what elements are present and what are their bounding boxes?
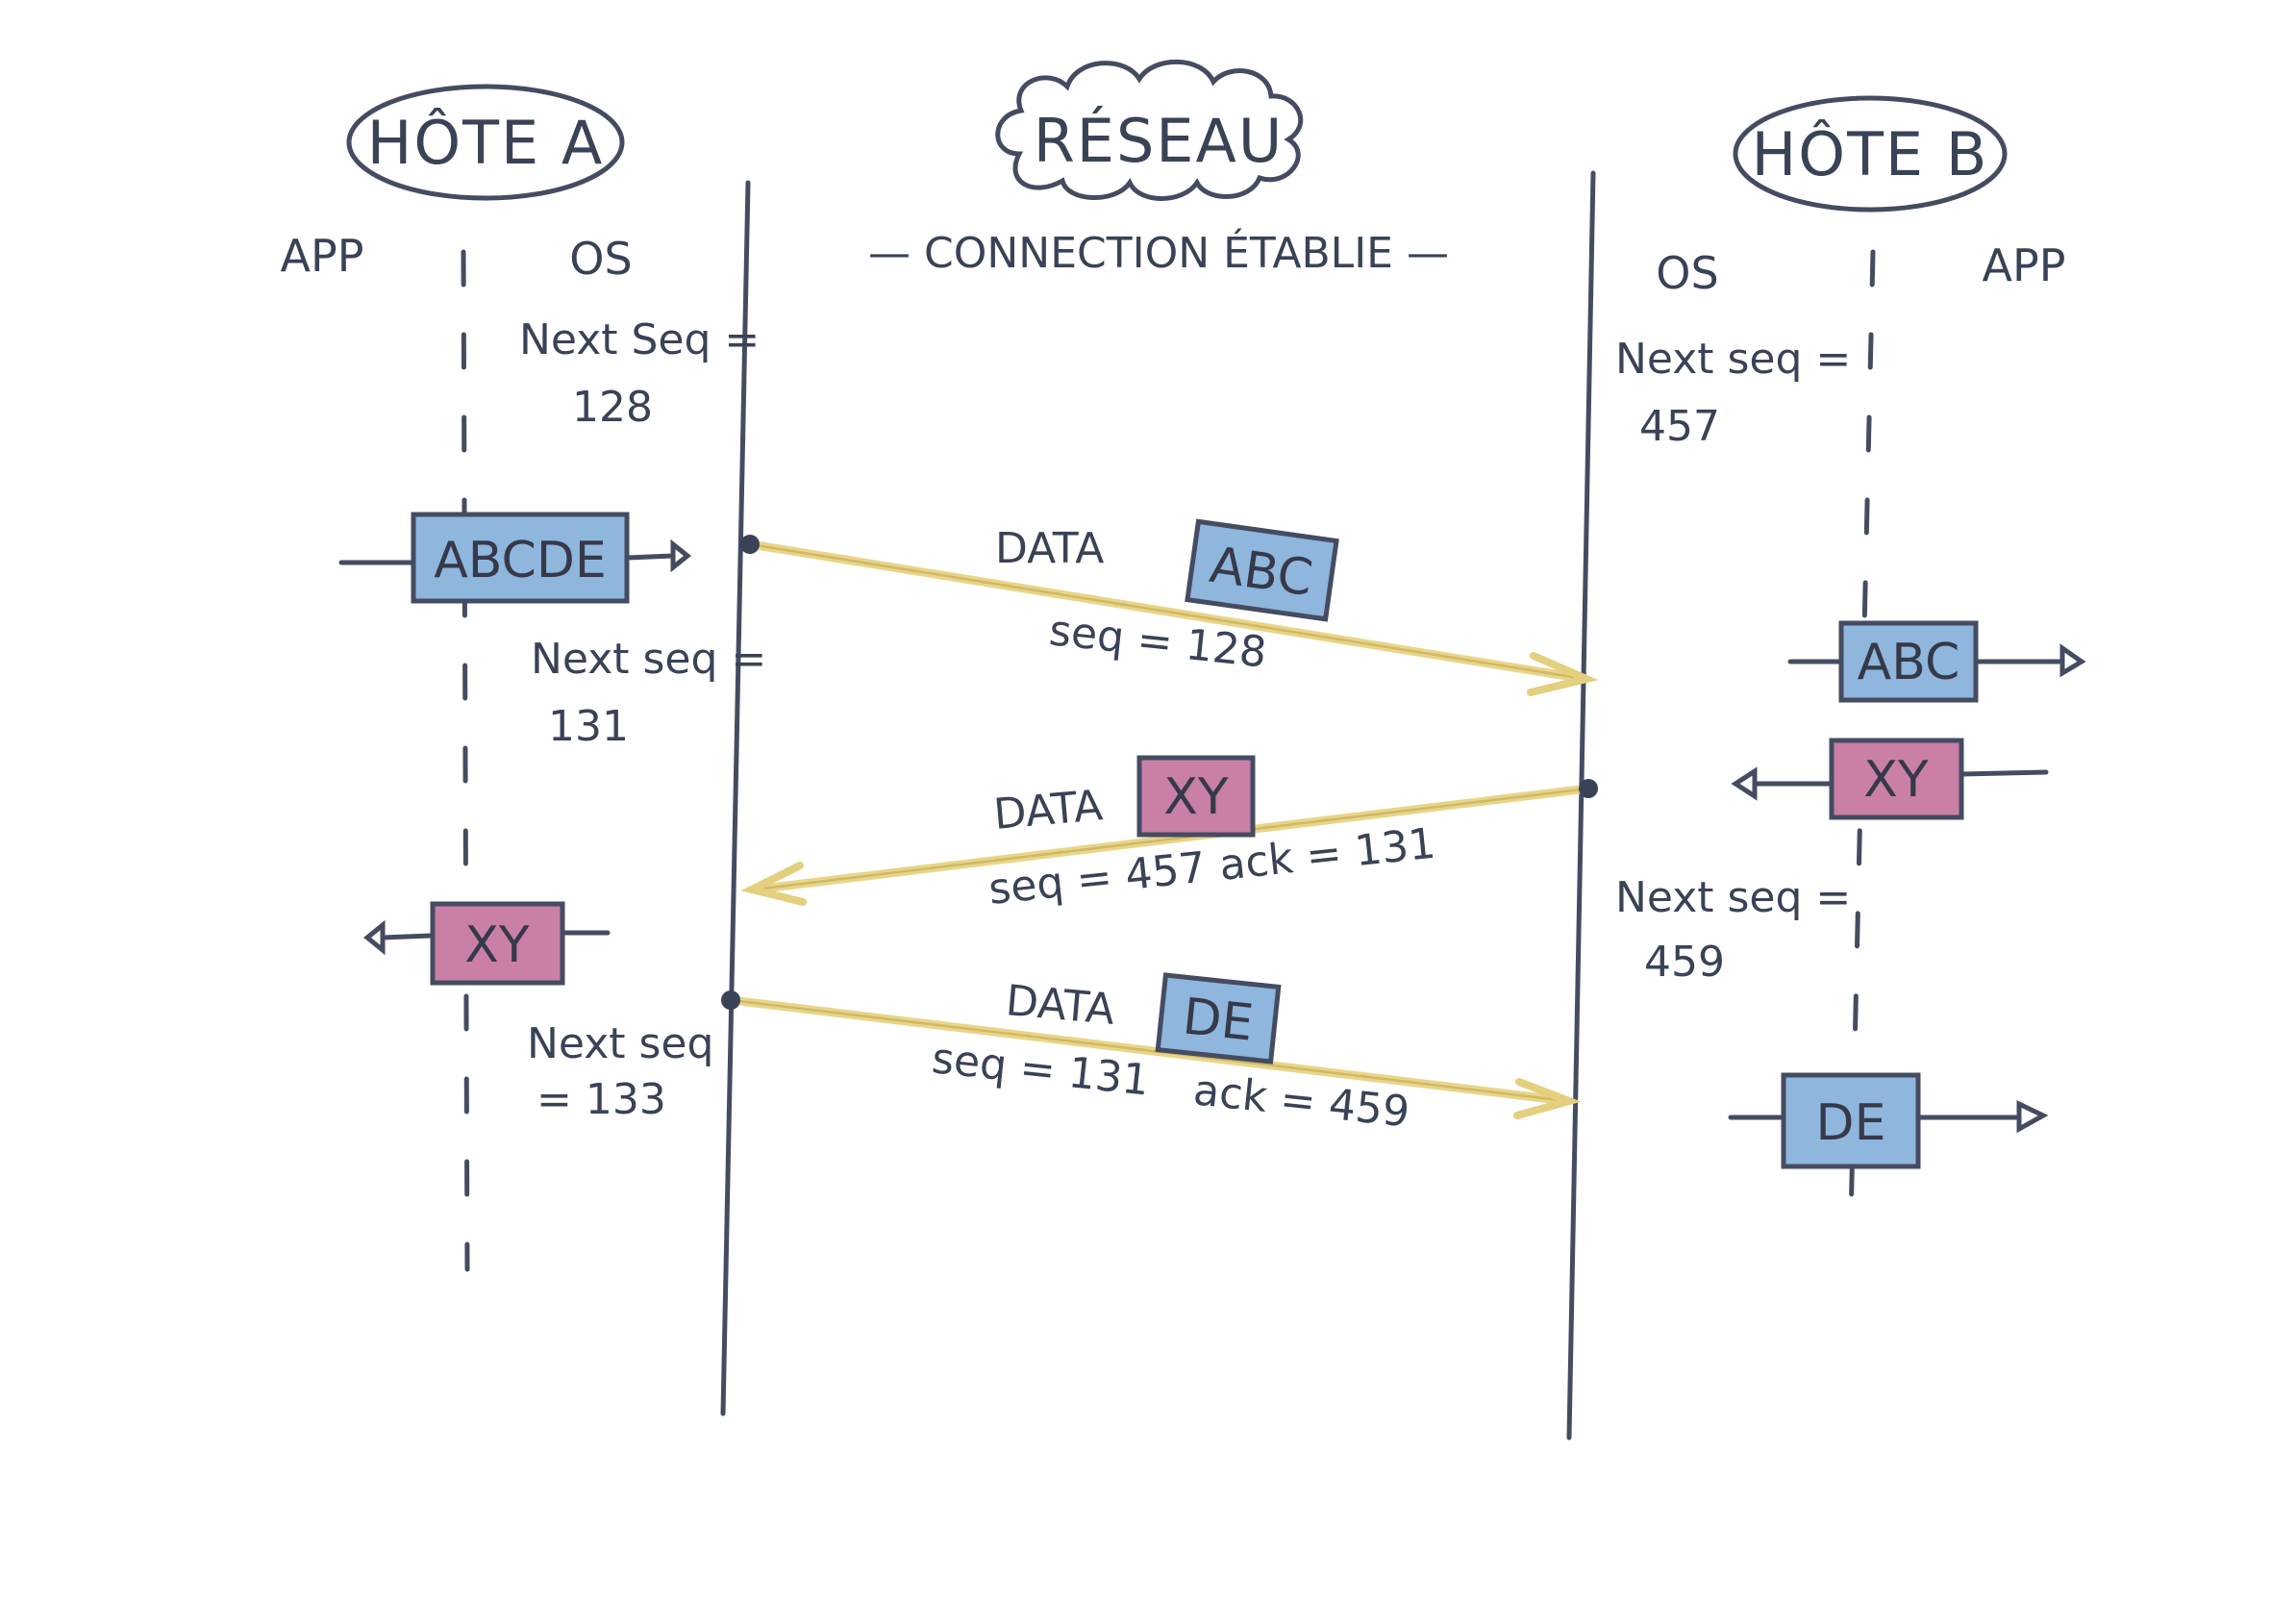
message-2-arrow-core — [753, 787, 1590, 891]
host-b-recv1-box: ABC — [1787, 620, 2086, 703]
host-a-state-2: Next seq = 131 — [531, 635, 766, 751]
host-b-ellipse — [1733, 95, 2008, 213]
network-cloud — [995, 59, 1304, 201]
message-3-payload: DE — [1180, 988, 1256, 1052]
message-1-arrowhead-icon — [1527, 652, 1599, 696]
message-1-detail: seq = 128 — [1047, 606, 1269, 677]
host-a-state-3-line2: = 133 — [537, 1075, 666, 1124]
host-a-send-box: ABCDE — [338, 512, 692, 604]
host-b-recv1-label: ABC — [1858, 634, 1960, 691]
message-3-arrowhead-icon — [1513, 1078, 1582, 1119]
host-a-state-2-line1: Next seq = — [531, 635, 766, 684]
host-b-state-1-line2: 457 — [1639, 402, 1720, 451]
message-2-arrowhead-icon — [740, 862, 807, 906]
host-a-send-rect — [411, 512, 630, 604]
host-a-app-os-divider — [461, 249, 470, 1272]
host-a-state-1-line1: Next Seq = — [519, 315, 760, 364]
host-a-recv-rect — [430, 901, 565, 986]
message-3-arrow-core — [729, 998, 1569, 1103]
host-a-app-label: APP — [281, 230, 364, 282]
network-title: RÉSEAU — [1034, 106, 1285, 176]
host-a-state-2-line2: 131 — [548, 702, 629, 751]
message-2-payload-rect — [1136, 755, 1256, 838]
host-b-send-box: XY — [1731, 738, 2049, 820]
host-b-recv1-arrowhead-icon — [2059, 643, 2086, 678]
connection-status: — CONNECTION ÉTABLIE — — [868, 227, 1449, 278]
message-1-arrow-core — [748, 542, 1586, 681]
message-3-send-dot — [721, 990, 740, 1010]
host-a-ellipse — [346, 84, 625, 201]
host-b-app-label: APP — [1983, 239, 2066, 291]
host-a-recv-box: XY — [363, 901, 611, 986]
host-b-send-rect — [1829, 738, 1964, 820]
host-a-title: HÔTE A — [367, 108, 605, 178]
message-1: DATA ABC seq = 128 — [740, 518, 1599, 696]
host-a-state-3-line1: Next seq — [527, 1019, 713, 1068]
message-3-type: DATA — [1004, 976, 1116, 1035]
host-b-recv2-label: DE — [1816, 1094, 1886, 1152]
host-a-recv-label: XY — [464, 916, 530, 974]
host-a-state-1-line2: 128 — [572, 383, 653, 432]
message-2: DATA XY seq = 457 ack = 131 — [740, 755, 1598, 915]
message-1-type: DATA — [995, 524, 1104, 573]
host-a-send-label: ABCDE — [434, 532, 607, 589]
host-b-send-arrowhead-icon — [1731, 766, 1758, 801]
host-b-state-2-line1: Next seq = — [1615, 873, 1851, 922]
host-a-os-label: OS — [569, 233, 632, 285]
host-a-send-arrowhead-icon — [670, 539, 692, 573]
host-b-header: HÔTE B — [1733, 95, 2008, 213]
host-b-network-boundary — [1566, 170, 1596, 1441]
message-3-payload-rect — [1155, 972, 1282, 1065]
message-2-send-dot — [1579, 779, 1598, 798]
message-3: DATA DE seq = 131 ack = 459 — [721, 972, 1582, 1138]
host-a-network-boundary — [720, 180, 751, 1416]
message-1-payload-rect — [1185, 518, 1339, 622]
host-b-state-2: Next seq = 459 — [1615, 873, 1851, 987]
host-b-state-1-line1: Next seq = — [1615, 335, 1851, 384]
message-1-send-dot — [740, 535, 760, 554]
host-b-send-label: XY — [1863, 751, 1929, 809]
message-2-payload: XY — [1163, 768, 1229, 826]
host-b-recv2-box: DE — [1728, 1072, 2049, 1169]
host-a-state-1: Next Seq = 128 — [519, 315, 760, 432]
message-1-payload: ABC — [1207, 537, 1316, 608]
host-b-recv2-arrowhead-icon — [2016, 1100, 2049, 1134]
host-a-state-3: Next seq = 133 — [527, 1019, 713, 1124]
host-b-state-1: Next seq = 457 — [1615, 335, 1851, 451]
message-2-type: DATA — [992, 781, 1105, 840]
host-b-recv1-rect — [1838, 620, 1979, 703]
host-b-recv2-rect — [1781, 1072, 1921, 1169]
host-a-recv-out-line — [380, 933, 434, 940]
host-a-recv-arrowhead-icon — [363, 919, 386, 956]
host-a-send-out-line — [624, 553, 676, 561]
host-b-send-in-line — [1959, 769, 2049, 777]
host-b-os-label: OS — [1656, 247, 1718, 299]
host-b-state-2-line2: 459 — [1644, 938, 1725, 987]
network-header: RÉSEAU — CONNECTION ÉTABLIE — — [868, 59, 1449, 278]
host-a-header: HÔTE A — [346, 84, 625, 201]
host-b-title: HÔTE B — [1752, 119, 1989, 189]
